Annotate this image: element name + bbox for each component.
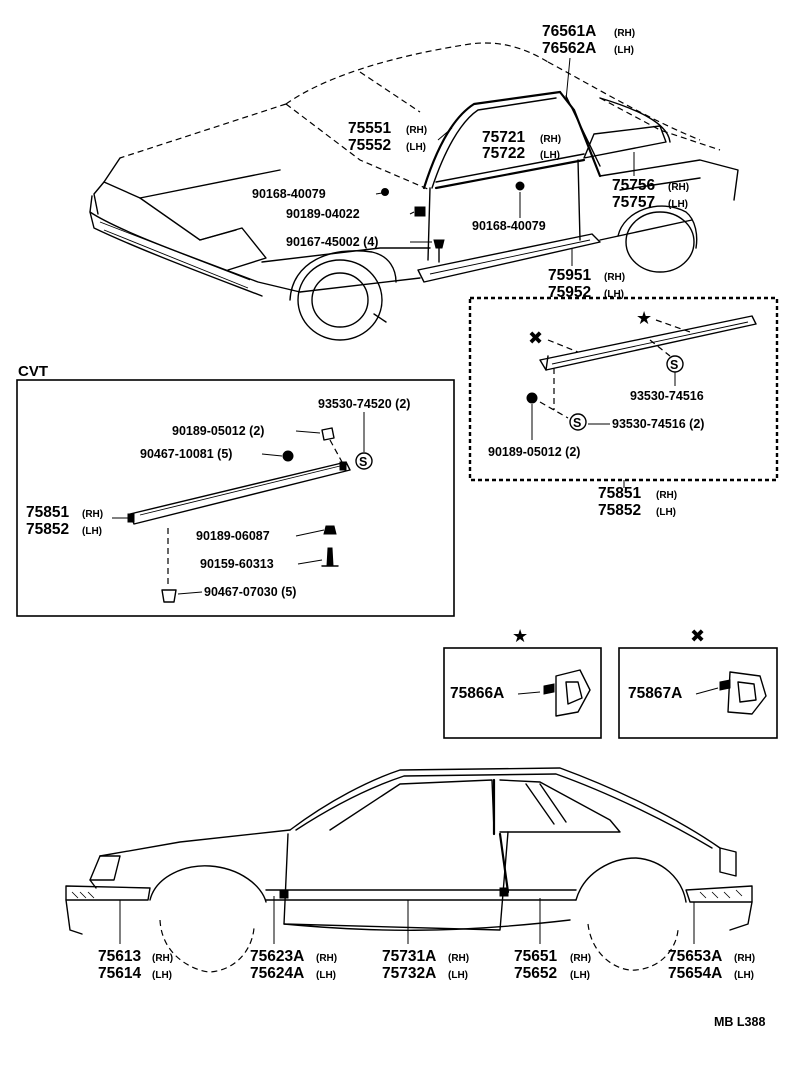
label-75721-side: (RH): [540, 134, 561, 145]
label-75732A: 75732A: [382, 965, 436, 982]
label-76561A-side: (RH): [614, 28, 635, 39]
label-detail-75852-side: (LH): [656, 507, 676, 518]
footer-code: MB L388: [714, 1015, 765, 1029]
label-93530-74520: 93530-74520 (2): [318, 397, 410, 411]
clip-star-mark: ★: [512, 626, 528, 647]
detail-clip-s-2: S: [573, 416, 581, 430]
detail-box: ★ ✖ S 93530-74516 S 93530-74516 (2) 9018…: [468, 296, 779, 519]
label-75951: 75951: [548, 267, 591, 284]
detail-star-mark: ★: [636, 308, 652, 329]
label-76562A: 76562A: [542, 40, 596, 57]
label-75732A-side: (LH): [448, 970, 468, 981]
label-90189-04022: 90189-04022: [286, 207, 360, 221]
label-75614-side: (LH): [152, 970, 172, 981]
label-75613: 75613: [98, 948, 141, 965]
label-75756: 75756: [612, 177, 655, 194]
label-75613-side: (RH): [152, 953, 173, 964]
label-90168-40079-b: 90168-40079: [472, 219, 546, 233]
clip-cross-mark: ✖: [690, 626, 705, 647]
label-75952-side: (LH): [604, 289, 624, 300]
label-93530-74516: 93530-74516: [630, 389, 704, 403]
detail-cross-mark: ✖: [528, 328, 543, 349]
label-75552-side: (LH): [406, 142, 426, 153]
top-car-labels: 76561A (RH) 76562A (LH) 75551 (RH) 75552…: [252, 23, 689, 301]
label-75757-side: (LH): [668, 199, 688, 210]
label-75624A-side: (LH): [316, 970, 336, 981]
label-75654A: 75654A: [668, 965, 722, 982]
label-75757: 75757: [612, 194, 655, 211]
label-75867A: 75867A: [628, 685, 682, 702]
clip-box-star: ★ 75866A: [443, 626, 602, 739]
label-cvt-75852-side: (LH): [82, 526, 102, 537]
label-detail-75852: 75852: [598, 502, 641, 519]
label-75866A: 75866A: [450, 685, 504, 702]
label-90167-45002: 90167-45002 (4): [286, 235, 378, 249]
label-75551-side: (RH): [406, 125, 427, 136]
side-car-drawing: [65, 767, 753, 973]
top-car-drawing: [89, 42, 739, 341]
label-75652: 75652: [514, 965, 557, 982]
label-90159-60313: 90159-60313: [200, 557, 274, 571]
label-75623A-side: (RH): [316, 953, 337, 964]
side-car-labels: 75613 (RH) 75614 (LH) 75623A (RH) 75624A…: [98, 896, 765, 1029]
label-75952: 75952: [548, 284, 591, 301]
label-90467-10081: 90467-10081 (5): [140, 447, 232, 461]
label-detail-90189-05012: 90189-05012 (2): [488, 445, 580, 459]
label-75721: 75721: [482, 129, 525, 146]
label-cvt-75851-side: (RH): [82, 509, 103, 520]
label-cvt-75852: 75852: [26, 521, 69, 538]
label-75651-side: (RH): [570, 953, 591, 964]
label-75722-side: (LH): [540, 150, 560, 161]
label-75731A: 75731A: [382, 948, 436, 965]
label-93530-74516-2: 93530-74516 (2): [612, 417, 704, 431]
cvt-title: CVT: [18, 363, 48, 380]
label-75653A-side: (RH): [734, 953, 755, 964]
label-90189-06087: 90189-06087: [196, 529, 270, 543]
label-75552: 75552: [348, 137, 391, 154]
label-detail-75851: 75851: [598, 485, 641, 502]
label-90467-07030: 90467-07030 (5): [204, 585, 296, 599]
clip-box-cross: ✖ 75867A: [618, 626, 778, 739]
label-76561A: 76561A: [542, 23, 596, 40]
label-cvt-75851: 75851: [26, 504, 69, 521]
label-90168-40079-a: 90168-40079: [252, 187, 326, 201]
label-75756-side: (RH): [668, 182, 689, 193]
label-75731A-side: (RH): [448, 953, 469, 964]
label-76562A-side: (LH): [614, 45, 634, 56]
cvt-box: CVT S 93530-74520 (2) 90189-05012 (2) 90…: [16, 363, 455, 617]
label-75722: 75722: [482, 145, 525, 162]
label-75624A: 75624A: [250, 965, 304, 982]
label-detail-75851-side: (RH): [656, 490, 677, 501]
detail-clip-s-1: S: [670, 358, 678, 372]
label-75652-side: (LH): [570, 970, 590, 981]
label-75614: 75614: [98, 965, 141, 982]
label-75623A: 75623A: [250, 948, 304, 965]
cvt-clip-s: S: [359, 455, 367, 469]
label-75653A: 75653A: [668, 948, 722, 965]
label-75651: 75651: [514, 948, 557, 965]
label-75551: 75551: [348, 120, 391, 137]
label-75951-side: (RH): [604, 272, 625, 283]
label-75654A-side: (LH): [734, 970, 754, 981]
label-90189-05012: 90189-05012 (2): [172, 424, 264, 438]
